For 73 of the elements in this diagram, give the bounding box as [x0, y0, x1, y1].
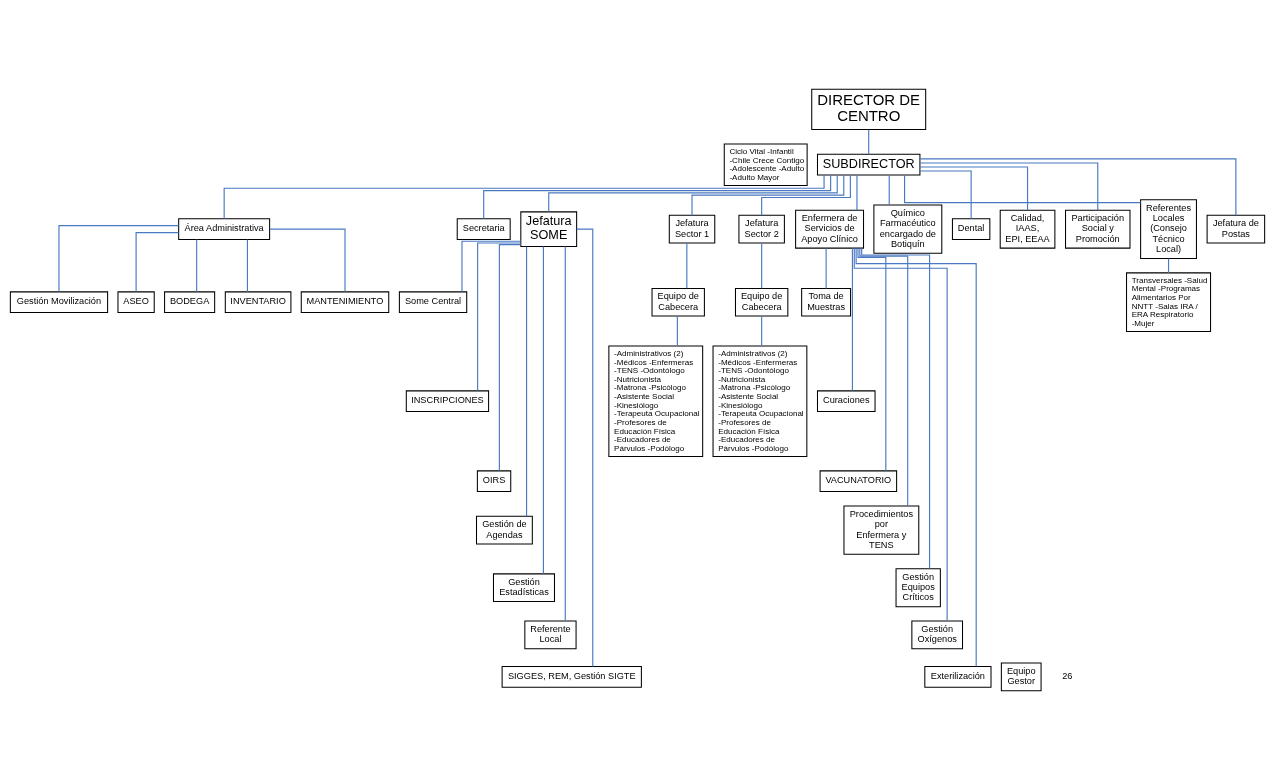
node-box: Equipo de Cabecera: [734, 287, 789, 317]
connector: [861, 247, 931, 569]
connector: [904, 174, 1142, 203]
connector: [686, 242, 688, 289]
connector: [676, 315, 678, 346]
connector: [859, 247, 909, 506]
connector: [223, 174, 825, 219]
label: 26: [1062, 670, 1073, 681]
node-box: MANTENIMIENTO: [300, 290, 390, 313]
connector: [564, 245, 566, 622]
connector: [919, 157, 1237, 216]
node-box: Área Administrativa: [178, 217, 271, 240]
connector: [919, 161, 1099, 211]
connector: [855, 247, 977, 667]
connector: [526, 245, 528, 517]
connector: [825, 247, 827, 289]
connector: [888, 174, 890, 205]
connector: [58, 224, 180, 292]
connector: [868, 128, 870, 155]
connector: [851, 247, 853, 391]
node-box: INVENTARIO: [224, 290, 292, 313]
node-box: Participación Social y Promoción: [1065, 209, 1131, 249]
connector: [691, 174, 845, 216]
node-box: Equipo de Cabecera: [651, 287, 705, 317]
node-box: Gestión Oxígenos: [911, 620, 964, 649]
connector: [542, 245, 544, 574]
node-box: Dental: [951, 217, 991, 240]
node-box: Jefatura Sector 1: [668, 214, 716, 243]
connector: [196, 238, 198, 292]
connector: [246, 238, 249, 292]
node-box: Jefatura de Postas: [1206, 214, 1266, 243]
node-box: Curaciones: [816, 389, 876, 412]
connector: [269, 228, 346, 292]
node-box: VACUNATORIO: [819, 469, 898, 492]
node-box: SUBDIRECTOR: [816, 153, 921, 176]
node-box: Gestión Estadísticas: [492, 572, 555, 602]
node-box: INSCRIPCIONES: [405, 389, 490, 412]
node-box: Jefatura Sector 2: [738, 214, 785, 243]
node-box: Procedimientos por Enfermera y TENS: [843, 504, 920, 555]
connector: [461, 240, 522, 292]
node-box: BODEGA: [164, 290, 216, 313]
connector: [477, 241, 522, 391]
connector: [761, 174, 851, 216]
connector: [761, 242, 763, 289]
node-box: OIRS: [476, 469, 512, 492]
node-box: Toma de Muestras: [801, 287, 852, 317]
connector: [548, 174, 838, 212]
connector: [857, 247, 887, 471]
node-box: Gestión Equipos Críticos: [895, 567, 941, 607]
node-box: Gestión de Agendas: [476, 515, 533, 544]
node-box: Enfermera de Servicios de Apoyo Clínico: [795, 209, 865, 249]
connector: [853, 247, 948, 622]
node-box: Jefatura SOME: [520, 210, 578, 247]
node-box: SIGGES, REM, Gestión SIGTE: [501, 665, 642, 688]
node-box: Referentes Locales (Consejo Técnico Local): [1140, 198, 1197, 259]
connector: [919, 165, 1029, 211]
node-box: Equipo Gestor: [1000, 662, 1042, 691]
connector: [856, 174, 858, 211]
connector: [919, 169, 972, 219]
node-box: ASEO: [117, 290, 155, 313]
connector: [576, 228, 594, 667]
connector: [483, 174, 832, 219]
node-box: Calidad, IAAS, EPI, EEAA: [999, 209, 1056, 249]
node-box: Gestión Movilización: [9, 290, 109, 313]
node-box: DIRECTOR DE CENTRO: [811, 88, 927, 130]
connector: [761, 315, 763, 346]
connector: [135, 231, 180, 292]
node-box: Secretaria: [456, 217, 511, 240]
node-box: Some Central: [398, 290, 468, 313]
node-box: Químico Farmacéutico encargado de Botiquín: [873, 203, 943, 254]
connector: [498, 243, 522, 471]
node-box: Exterilización: [924, 665, 992, 688]
node-box: Referente Local: [524, 620, 577, 649]
